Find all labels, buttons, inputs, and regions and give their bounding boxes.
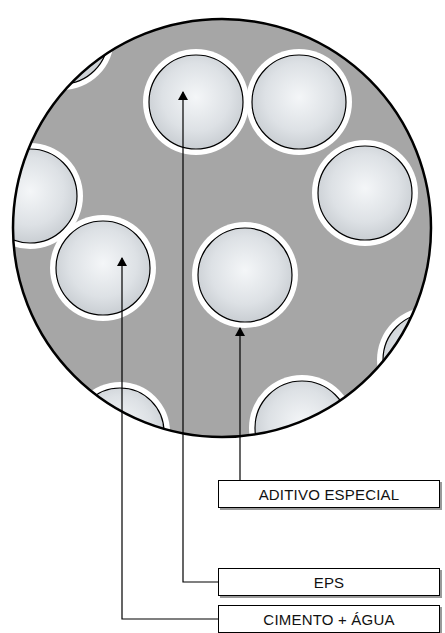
label-box: EPS	[218, 568, 440, 596]
label-text: ADITIVO ESPECIAL	[259, 486, 400, 503]
leader-line	[239, 328, 240, 480]
label-text: CIMENTO + ÁGUA	[263, 611, 394, 628]
section-outline	[13, 19, 431, 437]
cross-section	[0, 0, 445, 482]
label-box: CIMENTO + ÁGUA	[218, 605, 440, 633]
label-box: ADITIVO ESPECIAL	[218, 480, 440, 508]
leader-line	[183, 92, 218, 582]
label-text: EPS	[314, 574, 345, 591]
leader-line	[122, 258, 218, 619]
